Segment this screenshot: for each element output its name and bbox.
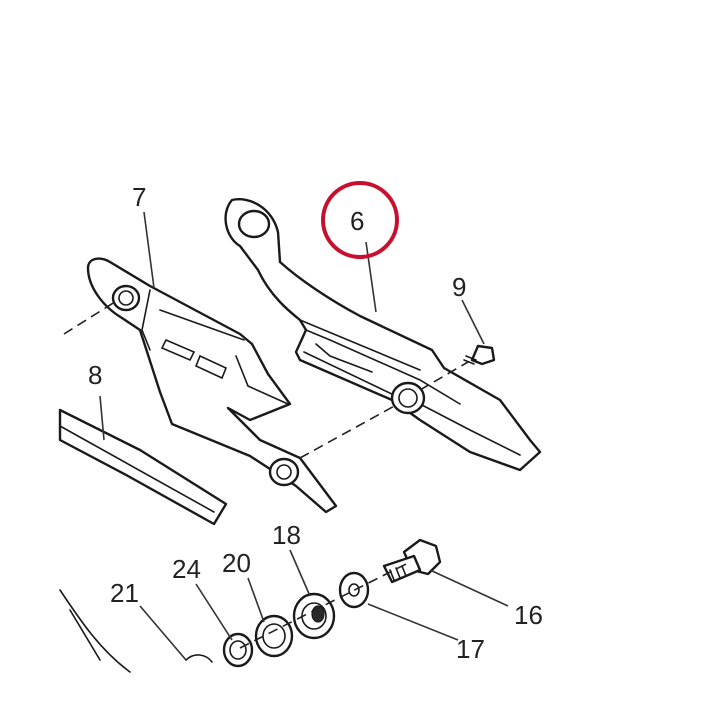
part-9-screw[interactable] xyxy=(463,344,496,366)
callout-8[interactable]: 8 xyxy=(88,360,102,390)
callout-21[interactable]: 21 xyxy=(110,578,139,608)
callout-20[interactable]: 20 xyxy=(222,548,251,578)
callout-18[interactable]: 18 xyxy=(272,520,301,550)
callout-17[interactable]: 17 xyxy=(456,634,485,664)
part-16-bolt[interactable] xyxy=(382,538,442,584)
leader-lines xyxy=(99,211,509,661)
part-7-side-plate[interactable] xyxy=(86,257,338,514)
part-6-chain-guard[interactable] xyxy=(224,198,542,472)
callout-6[interactable]: 6 xyxy=(350,206,364,236)
part-20-spacer[interactable] xyxy=(254,614,294,658)
callout-7[interactable]: 7 xyxy=(132,182,146,212)
part-24-ring[interactable] xyxy=(222,632,254,668)
assembly-axes xyxy=(63,299,469,649)
part-21-housing[interactable] xyxy=(59,589,213,673)
callout-16[interactable]: 16 xyxy=(514,600,543,630)
highlight-circle xyxy=(321,181,399,259)
part-18-bearing[interactable] xyxy=(292,592,336,640)
part-8-strip[interactable] xyxy=(58,408,228,526)
callout-24[interactable]: 24 xyxy=(172,554,201,584)
part-17-washer[interactable] xyxy=(338,571,370,609)
callout-9[interactable]: 9 xyxy=(452,272,466,302)
